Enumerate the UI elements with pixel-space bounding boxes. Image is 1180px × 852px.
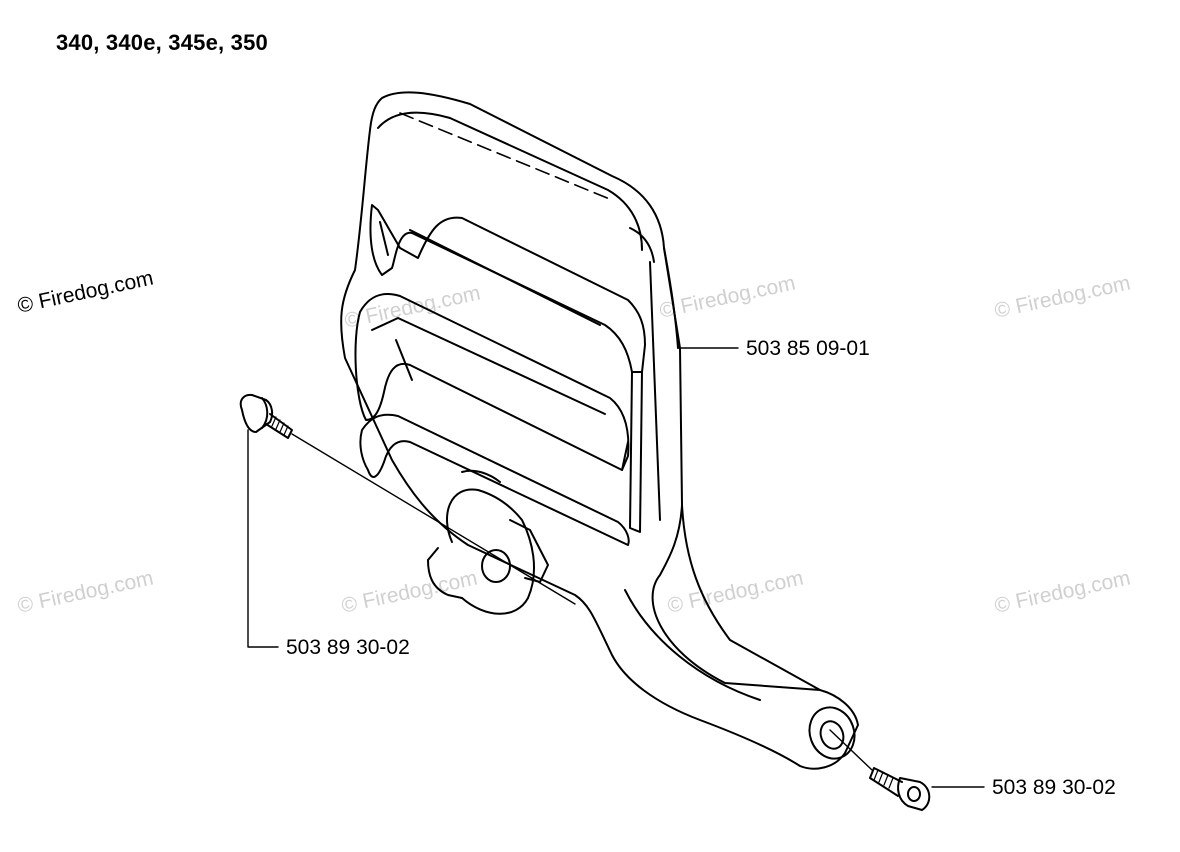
pivot-hole <box>481 549 511 583</box>
window-upper <box>369 204 646 373</box>
callout-handle-guard[interactable]: 503 85 09-01 <box>746 337 870 360</box>
callout-bolt-upper[interactable]: 503 89 30-02 <box>286 636 410 659</box>
side-slot <box>629 371 643 533</box>
callout-bolt-lower[interactable]: 503 89 30-02 <box>992 776 1116 799</box>
lower-bushing <box>808 706 856 760</box>
window-middle <box>354 293 630 471</box>
bolt-upper <box>239 393 293 439</box>
model-title: 340, 340e, 345e, 350 <box>56 30 268 55</box>
pivot-boss <box>446 488 535 615</box>
bolt-lower <box>869 767 931 811</box>
window-lower <box>359 413 630 546</box>
